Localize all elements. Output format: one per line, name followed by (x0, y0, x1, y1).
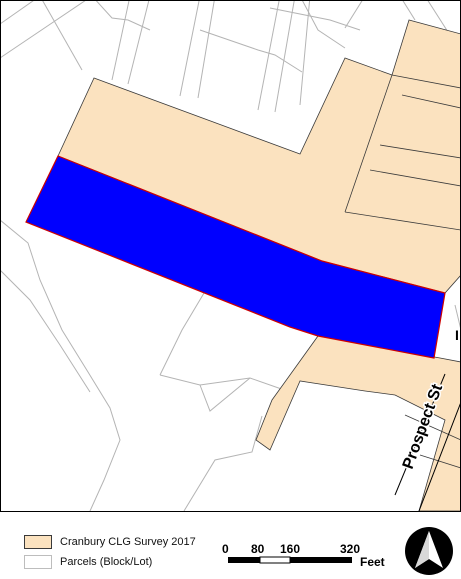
legend-item-parcels: Parcels (Block/Lot) (24, 554, 152, 570)
scale-bar: 0 80 160 320 Feet (222, 542, 385, 569)
legend-label-parcels: Parcels (Block/Lot) (60, 556, 153, 568)
survey-lot-lines (344, 74, 460, 469)
selected-parcel[interactable] (25, 155, 446, 359)
scale-tick-320: 320 (340, 542, 360, 556)
prospect-street-edges (394, 373, 460, 511)
scale-tick-80: 80 (251, 542, 265, 556)
scale-unit: Feet (360, 555, 385, 569)
survey-swatch-icon (24, 535, 52, 549)
parcel-boundaries (1, 1, 460, 511)
north-arrow-icon (405, 527, 453, 575)
map-legend: Cranbury CLG Survey 2017 Parcels (Block/… (24, 526, 224, 572)
scale-segment-1 (228, 557, 260, 563)
legend-label-survey: Cranbury CLG Survey 2017 (60, 536, 196, 548)
scale-segment-2 (259, 556, 291, 564)
scale-tick-0: 0 (222, 542, 229, 556)
legend-item-survey: Cranbury CLG Survey 2017 (24, 534, 196, 550)
parcels-swatch-icon (24, 555, 52, 569)
scale-segment-3 (290, 557, 352, 563)
scale-tick-160: 160 (280, 542, 300, 556)
street-label-fragment: I (455, 327, 459, 343)
